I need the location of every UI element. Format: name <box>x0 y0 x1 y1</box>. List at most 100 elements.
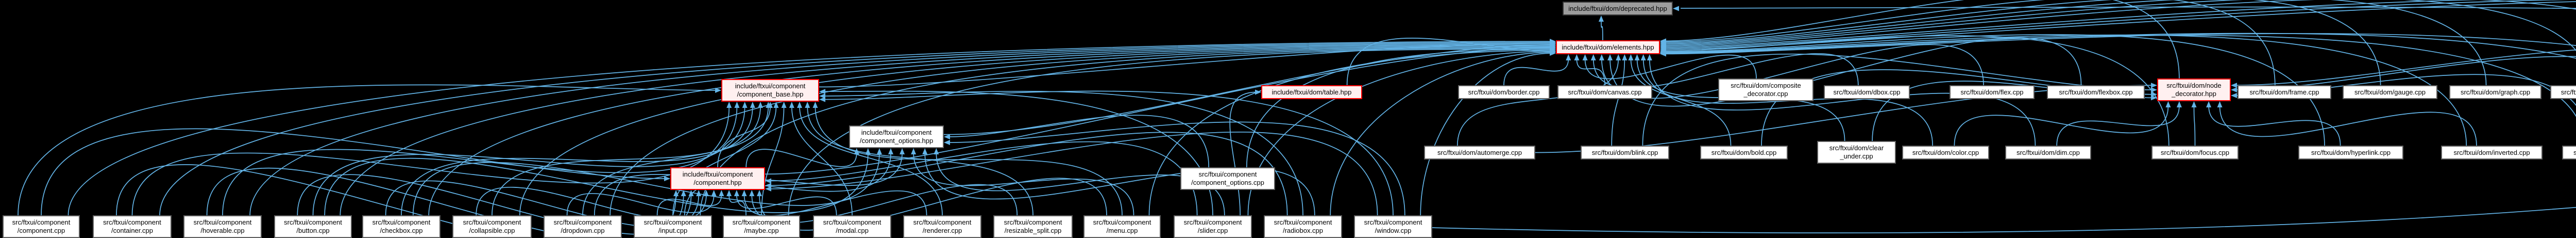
graph-node-label: include/ftxui/dom/table.hpp <box>1272 88 1352 96</box>
edge-window-to-component_base <box>823 90 1394 216</box>
arrowhead-flex-to-elements <box>1599 54 1604 60</box>
arrowhead-dim-to-node_decorator <box>2176 101 2182 107</box>
graph-node-elements[interactable]: include/ftxui/dom/elements.hpp <box>1556 40 1660 54</box>
arrowhead-slider-to-component_options_hpp <box>934 148 939 154</box>
graph-node-button[interactable]: src/ftxui/component/button.cpp <box>274 215 352 238</box>
graph-node-border[interactable]: src/ftxui/dom/border.cpp <box>1458 85 1550 99</box>
edge-component_options_cpp-to-component_options_hpp <box>948 115 1210 168</box>
arrowhead-dropdown-to-component_base <box>766 102 771 108</box>
graph-node-radiobox[interactable]: src/ftxui/component/radiobox.cpp <box>1264 215 1342 238</box>
graph-node-hoverable[interactable]: src/ftxui/component/hoverable.cpp <box>183 215 262 238</box>
graph-node-dropdown[interactable]: src/ftxui/component/dropdown.cpp <box>544 215 622 238</box>
graph-node-component_base[interactable]: include/ftxui/component/component_base.h… <box>721 79 819 102</box>
arrowhead-scroll_indicator-to-node_decorator <box>2231 83 2237 88</box>
graph-node-flexbox[interactable]: src/ftxui/dom/flexbox.cpp <box>2047 85 2145 99</box>
graph-node-container[interactable]: src/ftxui/component/container.cpp <box>93 215 172 238</box>
edge-automerge-to-elements <box>1456 58 1619 146</box>
graph-node-label: src/ftxui/dom/automerge.cpp <box>1437 148 1522 156</box>
arrowhead-automerge-to-node_decorator <box>2151 83 2157 88</box>
graph-node-label: /checkbox.cpp <box>380 227 423 234</box>
graph-node-deprecated[interactable]: include/ftxui/dom/deprecated.hpp <box>1563 2 1673 15</box>
graph-node-canvas[interactable]: src/ftxui/dom/canvas.cpp <box>1557 85 1652 99</box>
graph-node-collapsible[interactable]: src/ftxui/component/collapsible.cpp <box>452 215 532 238</box>
graph-node-label: src/ftxui/component <box>553 218 612 226</box>
edge-container-to-elements <box>159 42 1552 216</box>
graph-node-italic[interactable]: src/ftxui/dom/italic.cpp <box>2562 146 2576 160</box>
edge-window-to-component_options_hpp <box>948 121 1405 216</box>
arrowhead-container-to-component_base <box>726 102 732 108</box>
edge-paragraph-to-elements <box>1664 0 2481 48</box>
edge-checkbox-to-component_options_hpp <box>412 152 880 216</box>
arrowhead-bold-to-node_decorator <box>2151 91 2157 97</box>
graph-node-gridbox[interactable]: src/ftxui/dom/gridbox.cpp <box>2550 85 2576 99</box>
edge-dim-to-node_decorator <box>2056 105 2180 146</box>
graph-node-composite_decorator[interactable]: src/ftxui/dom/composite_decorator.cpp <box>1718 78 1814 101</box>
graph-node-dim[interactable]: src/ftxui/dom/dim.cpp <box>2005 146 2091 160</box>
graph-node-node_decorator[interactable]: src/ftxui/dom/node_decorator.hpp <box>2157 78 2231 101</box>
edge-component_options_cpp-to-elements <box>1246 49 1552 168</box>
graph-node-slider[interactable]: src/ftxui/component/slider.cpp <box>1174 215 1252 238</box>
graph-node-label: src/ftxui/component <box>643 218 702 226</box>
graph-node-component_options_cpp[interactable]: src/ftxui/component/component_options.cp… <box>1180 167 1275 190</box>
edge-hbox-to-elements <box>1664 0 2576 47</box>
graph-node-maybe[interactable]: src/ftxui/component/maybe.cpp <box>723 215 800 238</box>
graph-node-label: src/ftxui/component <box>372 218 431 226</box>
graph-node-gauge[interactable]: src/ftxui/dom/gauge.cpp <box>2343 85 2437 99</box>
arrowhead-radiobox-to-component_hpp <box>765 183 771 188</box>
graph-node-label: /menu.cpp <box>1106 227 1138 234</box>
arrowhead-button-to-component_hpp <box>688 190 694 196</box>
graph-node-label: /slider.cpp <box>1197 227 1228 234</box>
arrowhead-modal-to-component_base <box>789 102 794 108</box>
edge-input-to-component_hpp <box>656 194 722 216</box>
graph-node-frame[interactable]: src/ftxui/dom/frame.cpp <box>2238 85 2331 99</box>
edge-collapsible-to-component_base <box>492 106 761 216</box>
graph-node-bold[interactable]: src/ftxui/dom/bold.cpp <box>1700 146 1788 160</box>
graph-node-label: src/ftxui/component <box>1364 218 1422 226</box>
arrowhead-focus-to-node_decorator <box>2191 101 2197 107</box>
graph-node-label: src/ftxui/component <box>463 218 521 226</box>
graph-node-component_cpp[interactable]: src/ftxui/component/component.cpp <box>3 215 80 238</box>
arrowhead-scroll_indicator-to-elements <box>1660 51 1666 57</box>
graph-node-automerge[interactable]: src/ftxui/dom/automerge.cpp <box>1424 146 1535 160</box>
graph-node-window[interactable]: src/ftxui/component/window.cpp <box>1354 215 1432 238</box>
arrowhead-slider-to-table <box>1255 89 1261 95</box>
graph-node-graph[interactable]: src/ftxui/dom/graph.cpp <box>2449 85 2541 99</box>
graph-node-hyperlink[interactable]: src/ftxui/dom/hyperlink.cpp <box>2298 146 2403 160</box>
graph-node-dbox[interactable]: src/ftxui/dom/dbox.cpp <box>1824 85 1910 99</box>
graph-node-renderer[interactable]: src/ftxui/component/renderer.cpp <box>903 215 981 238</box>
edge-composite_decorator-to-elements <box>1584 54 1757 80</box>
arrowhead-clear_under-to-elements <box>1634 54 1640 60</box>
arrowhead-checkbox-to-component_base <box>750 102 755 108</box>
graph-node-label: src/ftxui/dom/border.cpp <box>1468 88 1540 96</box>
edge-gauge-to-elements <box>1664 0 2381 86</box>
graph-node-blink[interactable]: src/ftxui/dom/blink.cpp <box>1581 146 1669 160</box>
graph-node-color[interactable]: src/ftxui/dom/color.cpp <box>1902 146 1989 160</box>
graph-node-menu[interactable]: src/ftxui/component/menu.cpp <box>1083 215 1161 238</box>
graph-node-label: src/ftxui/dom/blink.cpp <box>1591 148 1658 156</box>
edge-component_cpp-to-component_base <box>18 84 717 216</box>
graph-node-clear_under[interactable]: src/ftxui/dom/clear_under.cpp <box>1817 141 1896 164</box>
edge-radiobox-to-elements <box>1330 52 1552 216</box>
edge-button-to-elements <box>340 43 1552 216</box>
arrowhead-color-to-node_decorator <box>2165 101 2171 107</box>
graph-node-flex[interactable]: src/ftxui/dom/flex.cpp <box>1950 85 2035 99</box>
graph-node-label: src/ftxui/dom/italic.cpp <box>2573 148 2576 156</box>
graph-node-inverted[interactable]: src/ftxui/dom/inverted.cpp <box>2441 146 2543 160</box>
arrowhead-radiobox-to-component_options_hpp <box>922 148 928 154</box>
graph-node-resizable_split[interactable]: src/ftxui/component/resizable_split.cpp <box>993 215 1073 238</box>
edge-container-to-component_base <box>131 106 730 216</box>
graph-node-component_hpp[interactable]: include/ftxui/component/component.hpp <box>670 167 765 190</box>
edge-italic-to-elements <box>1664 35 2576 117</box>
graph-node-modal[interactable]: src/ftxui/component/modal.cpp <box>813 215 891 238</box>
graph-node-label: /hoverable.cpp <box>200 227 245 234</box>
graph-node-input[interactable]: src/ftxui/component/input.cpp <box>634 215 712 238</box>
arrowhead-blink-to-elements <box>1622 54 1628 60</box>
edge-inverted-to-node_decorator <box>2219 105 2477 146</box>
arrowhead-menu-to-component_options_hpp <box>911 148 917 154</box>
graph-node-component_options_hpp[interactable]: include/ftxui/component/component_option… <box>849 125 944 148</box>
graph-node-focus[interactable]: src/ftxui/dom/focus.cpp <box>2151 146 2239 160</box>
graph-node-checkbox[interactable]: src/ftxui/component/checkbox.cpp <box>362 215 440 238</box>
graph-node-table[interactable]: include/ftxui/dom/table.hpp <box>1261 85 1362 99</box>
arrowhead-dropdown-to-component_options_hpp <box>888 148 893 154</box>
